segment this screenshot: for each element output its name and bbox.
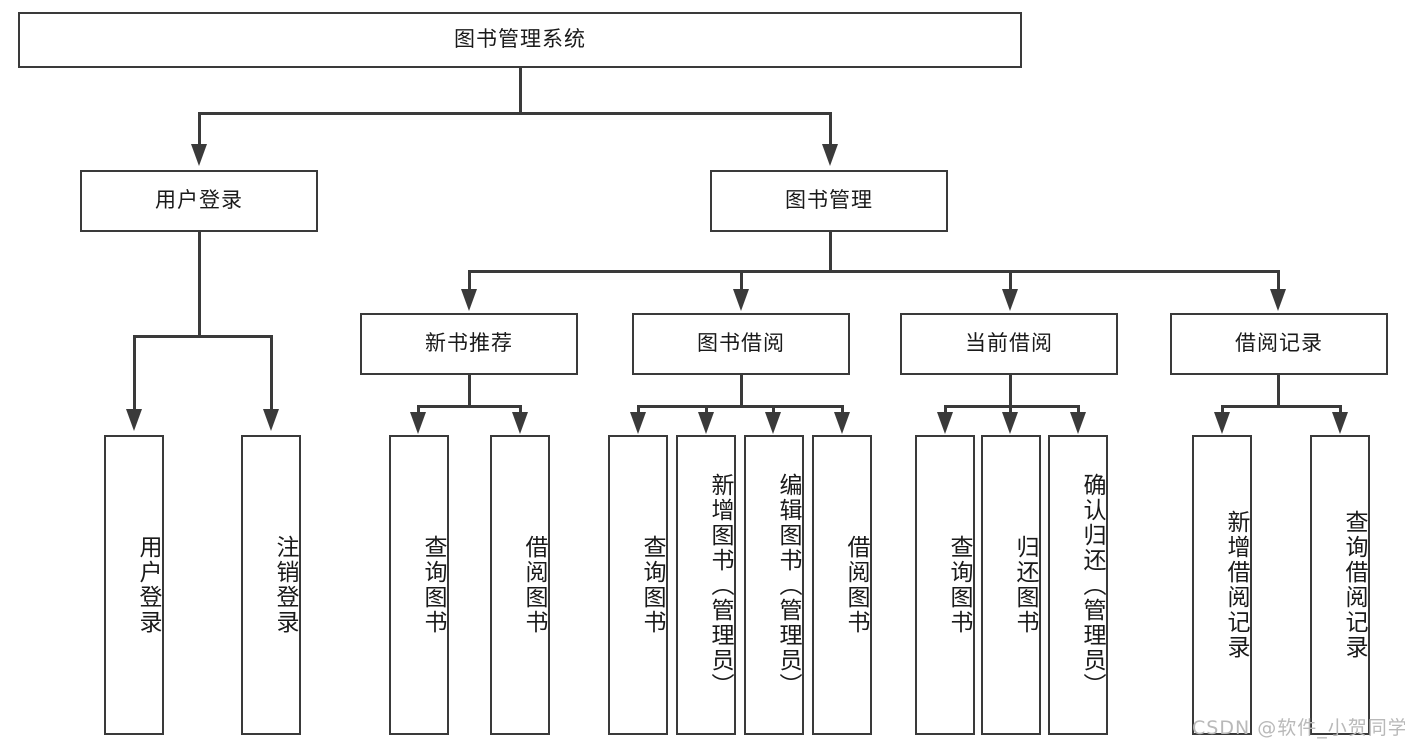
leaf-newbook-query[interactable]: 查询图书: [389, 435, 449, 735]
arrow-userlogin-to-leaf2: [263, 409, 279, 431]
edge-bookborrow-to-l1: [637, 405, 640, 417]
leaf-currentborrow-query[interactable]: 查询图书: [915, 435, 975, 735]
leaf-currentborrow-confirm-return[interactable]: 确认归还（管理员）: [1048, 435, 1108, 735]
edge-currentborrow-to-l2: [1009, 405, 1012, 417]
edge-bookmgmt-to-c2: [740, 270, 743, 292]
edge-userlogin-to-leaf2: [270, 335, 273, 411]
arrow-currentborrow-to-l1: [937, 412, 953, 434]
edge-bookmgmt-to-c3: [1009, 270, 1012, 292]
node-borrow-record[interactable]: 借阅记录: [1170, 313, 1388, 375]
arrow-bookmgmt-to-c1: [461, 289, 477, 311]
leaf-borrowrecord-add[interactable]: 新增借阅记录: [1192, 435, 1252, 735]
leaf-borrowrecord-query[interactable]: 查询借阅记录: [1310, 435, 1370, 735]
arrow-bookmgmt-to-c2: [733, 289, 749, 311]
edge-userlogin-stem: [198, 232, 201, 337]
arrow-userlogin-to-leaf1: [126, 409, 142, 431]
edge-bookmgmt-to-c1: [468, 270, 471, 292]
edge-root-stem: [519, 68, 522, 114]
edge-borrowrecord-to-l1: [1221, 405, 1224, 417]
arrow-bookborrow-to-l2: [698, 412, 714, 434]
edge-userlogin-to-leaf1: [133, 335, 136, 411]
edge-currentborrow-stem: [1009, 375, 1012, 408]
arrow-currentborrow-to-l3: [1070, 412, 1086, 434]
arrow-newbook-to-l1: [410, 412, 426, 434]
edge-bookmgmt-stem: [829, 232, 832, 272]
leaf-bookborrow-query[interactable]: 查询图书: [608, 435, 668, 735]
arrow-bookborrow-to-l3: [765, 412, 781, 434]
arrow-bookborrow-to-l4: [834, 412, 850, 434]
edge-userlogin-bar: [133, 335, 273, 338]
arrow-newbook-to-l2: [512, 412, 528, 434]
arrow-borrowrecord-to-l2: [1332, 412, 1348, 434]
arrow-root-to-userlogin: [191, 144, 207, 166]
edge-root-to-bookmgmt: [829, 112, 832, 146]
edge-newbook-to-l1: [417, 405, 420, 417]
edge-bookborrow-to-l3: [772, 405, 775, 417]
leaf-user-login-logout[interactable]: 注销登录: [241, 435, 301, 735]
edge-borrowrecord-stem: [1277, 375, 1280, 408]
edge-currentborrow-to-l1: [944, 405, 947, 417]
node-new-book-recommend[interactable]: 新书推荐: [360, 313, 578, 375]
edge-bookmgmt-bar: [468, 270, 1280, 273]
arrow-bookborrow-to-l1: [630, 412, 646, 434]
arrow-bookmgmt-to-c4: [1270, 289, 1286, 311]
node-root-system[interactable]: 图书管理系统: [18, 12, 1022, 68]
node-book-management[interactable]: 图书管理: [710, 170, 948, 232]
edge-borrowrecord-bar: [1221, 405, 1342, 408]
leaf-currentborrow-return[interactable]: 归还图书: [981, 435, 1041, 735]
leaf-user-login-login[interactable]: 用户登录: [104, 435, 164, 735]
edge-currentborrow-to-l3: [1077, 405, 1080, 417]
edge-newbook-to-l2: [519, 405, 522, 417]
edge-currentborrow-bar: [944, 405, 1080, 408]
arrow-bookmgmt-to-c3: [1002, 289, 1018, 311]
edge-bookborrow-bar: [637, 405, 844, 408]
csdn-watermark: CSDN @软件_小贺同学: [1192, 717, 1405, 739]
edge-borrowrecord-to-l2: [1339, 405, 1342, 417]
edge-newbook-bar: [417, 405, 522, 408]
leaf-newbook-borrow[interactable]: 借阅图书: [490, 435, 550, 735]
node-user-login[interactable]: 用户登录: [80, 170, 318, 232]
edge-newbook-stem: [468, 375, 471, 408]
node-current-borrow[interactable]: 当前借阅: [900, 313, 1118, 375]
edge-bookborrow-to-l4: [841, 405, 844, 417]
leaf-bookborrow-add[interactable]: 新增图书（管理员）: [676, 435, 736, 735]
edge-root-bar: [198, 112, 832, 115]
arrow-currentborrow-to-l2: [1002, 412, 1018, 434]
arrow-root-to-bookmgmt: [822, 144, 838, 166]
node-book-borrow[interactable]: 图书借阅: [632, 313, 850, 375]
edge-bookmgmt-to-c4: [1277, 270, 1280, 292]
arrow-borrowrecord-to-l1: [1214, 412, 1230, 434]
edge-bookborrow-to-l2: [705, 405, 708, 417]
leaf-bookborrow-edit[interactable]: 编辑图书（管理员）: [744, 435, 804, 735]
edge-root-to-userlogin: [198, 112, 201, 146]
edge-bookborrow-stem: [740, 375, 743, 408]
leaf-bookborrow-borrow[interactable]: 借阅图书: [812, 435, 872, 735]
